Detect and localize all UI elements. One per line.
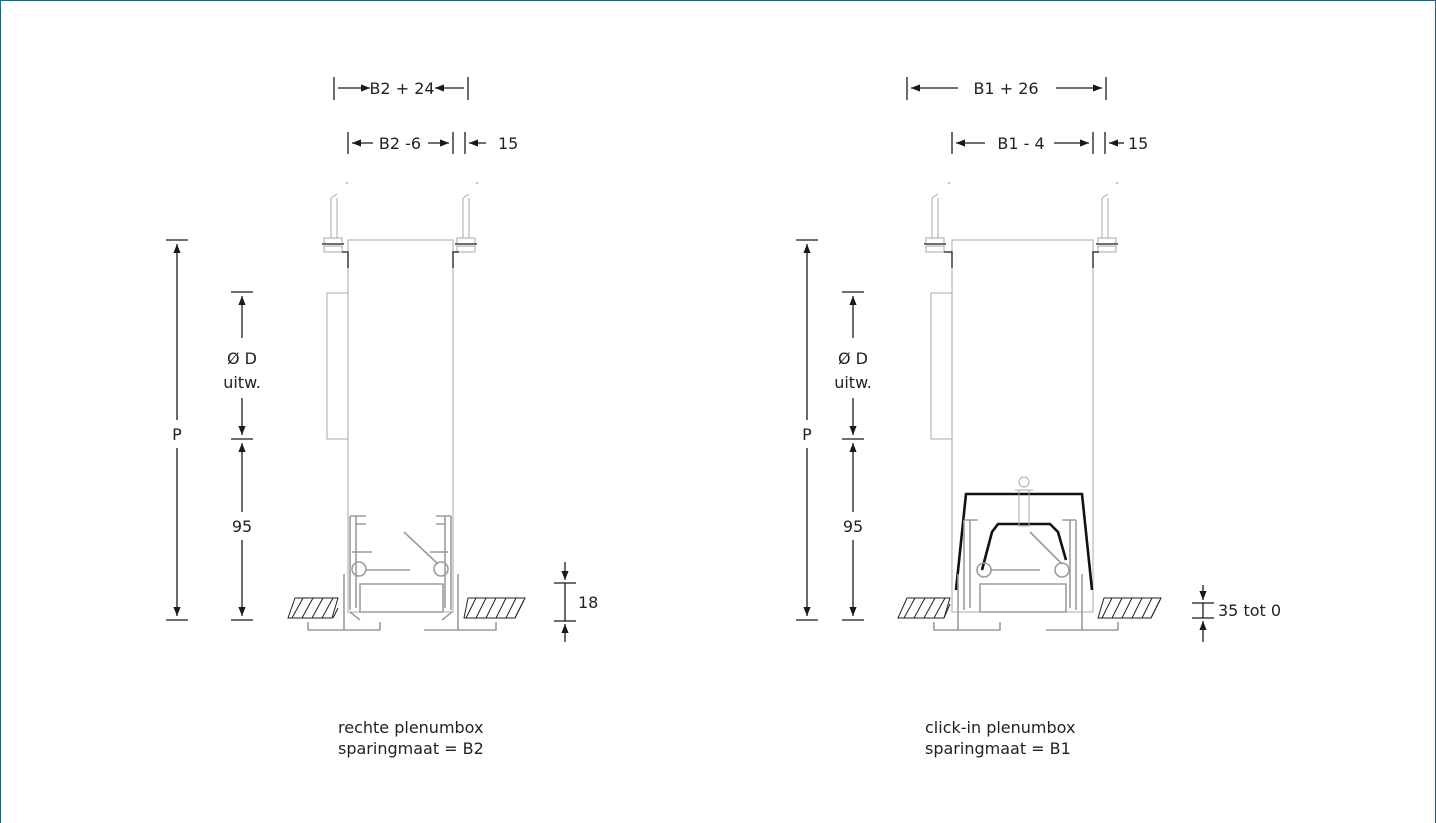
right-dim-inner: B1 - 4 15 — [951, 132, 1148, 154]
left-dim-18-label: 18 — [578, 593, 598, 612]
left-dim-p-label: P — [172, 425, 182, 444]
right-ceiling-hatch — [897, 597, 1162, 619]
right-drawing: B1 + 26 B1 - 4 15 — [796, 77, 1281, 758]
right-click-in-bracket — [954, 476, 1094, 591]
left-dim-diameter-label-1: Ø D — [227, 349, 257, 368]
left-grille — [307, 515, 497, 631]
right-dim-diameter-label-1: Ø D — [838, 349, 868, 368]
right-dim-side-label: 15 — [1128, 134, 1148, 153]
right-dim-inner-label: B1 - 4 — [997, 134, 1044, 153]
right-plenum-box — [930, 239, 1099, 613]
right-dim-diameter: Ø D uitw. — [834, 291, 872, 440]
left-hanger-rods — [322, 181, 479, 253]
left-dim-inner: B2 -6 15 — [347, 132, 518, 154]
left-dim-diameter-label-2: uitw. — [223, 373, 261, 392]
right-caption-line1: click-in plenumbox — [925, 718, 1075, 737]
left-dim-p: P — [166, 239, 188, 621]
left-dim-top-label: B2 + 24 — [369, 79, 434, 98]
left-plenum-box — [326, 239, 459, 613]
right-dim-35: 35 tot 0 — [1192, 585, 1281, 642]
left-drawing: B2 + 24 B2 -6 15 — [166, 77, 598, 758]
left-dim-side-label: 15 — [498, 134, 518, 153]
left-ceiling-hatch — [287, 597, 526, 619]
right-grille — [933, 519, 1119, 631]
right-dim-top-label: B1 + 26 — [973, 79, 1038, 98]
left-dim-diameter: Ø D uitw. — [223, 291, 261, 440]
right-dim-35-label: 35 tot 0 — [1218, 601, 1281, 620]
left-dim-inner-label: B2 -6 — [379, 134, 421, 153]
left-dim-95-label: 95 — [232, 517, 252, 536]
right-dim-top: B1 + 26 — [906, 77, 1107, 100]
right-caption-line2: sparingmaat = B1 — [925, 739, 1071, 758]
right-dim-95: 95 — [842, 443, 864, 621]
right-hanger-rods — [924, 181, 1119, 253]
left-caption-line2: sparingmaat = B2 — [338, 739, 484, 758]
left-dim-95: 95 — [231, 443, 253, 621]
right-dim-95-label: 95 — [843, 517, 863, 536]
left-dim-18: 18 — [554, 562, 598, 642]
right-dim-diameter-label-2: uitw. — [834, 373, 872, 392]
right-dim-p: P — [796, 239, 818, 621]
left-dim-top: B2 + 24 — [333, 77, 469, 100]
right-dim-p-label: P — [802, 425, 812, 444]
left-caption-line1: rechte plenumbox — [338, 718, 483, 737]
